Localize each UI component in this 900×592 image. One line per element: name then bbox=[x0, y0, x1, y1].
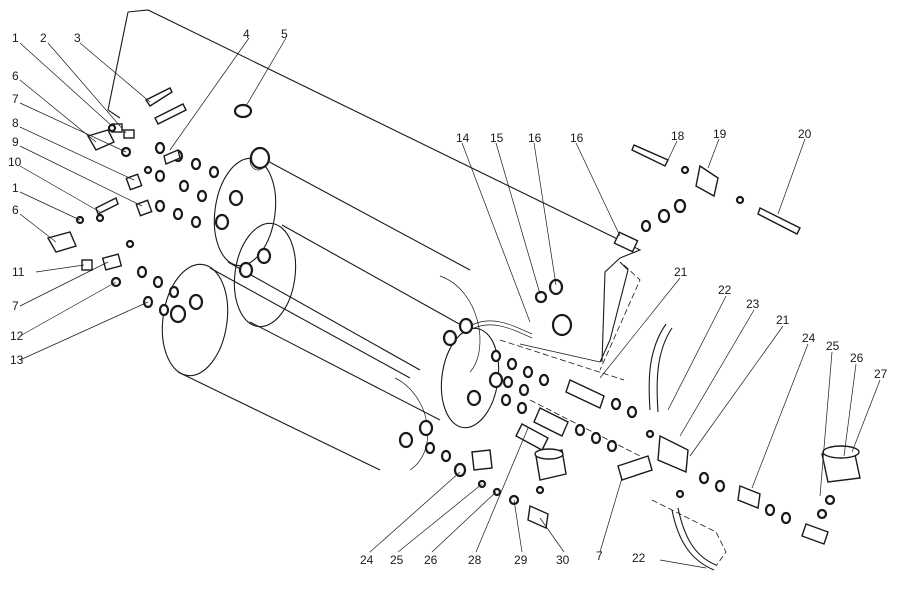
callout-29: 29 bbox=[514, 553, 528, 567]
callout-15: 15 bbox=[490, 131, 504, 145]
callout-4: 4 bbox=[243, 27, 250, 41]
callout-6: 6 bbox=[12, 69, 19, 83]
leader-lines bbox=[19, 37, 881, 569]
callout-1: 1 bbox=[12, 31, 19, 45]
callout-20: 20 bbox=[798, 127, 812, 141]
callout-labels: 1 2 3 4 5 6 7 8 9 10 1 6 11 7 12 13 14 1… bbox=[8, 27, 888, 567]
callout-25-right: 25 bbox=[826, 339, 840, 353]
callout-7-lower: 7 bbox=[12, 299, 19, 313]
callout-10: 10 bbox=[8, 155, 22, 169]
callout-14: 14 bbox=[456, 131, 470, 145]
callout-9: 9 bbox=[12, 135, 19, 149]
callout-16-right: 16 bbox=[570, 131, 584, 145]
right-upper-fittings bbox=[471, 144, 801, 339]
receiver-tank-middle bbox=[233, 222, 500, 429]
receiver-tank-upper bbox=[213, 149, 481, 373]
callout-5: 5 bbox=[281, 27, 288, 41]
callout-30: 30 bbox=[556, 553, 570, 567]
callout-12: 12 bbox=[10, 329, 24, 343]
callout-19: 19 bbox=[713, 127, 727, 141]
callout-3: 3 bbox=[74, 31, 81, 45]
callout-24-right: 24 bbox=[802, 331, 816, 345]
right-lower-fittings bbox=[424, 323, 861, 571]
callout-26-bottom: 26 bbox=[424, 553, 438, 567]
callout-25-bottom: 25 bbox=[390, 553, 404, 567]
left-fittings bbox=[46, 87, 253, 317]
callout-27: 27 bbox=[874, 367, 888, 381]
callout-16-left: 16 bbox=[528, 131, 542, 145]
tank-bosses bbox=[169, 146, 504, 449]
callout-23: 23 bbox=[746, 297, 760, 311]
callout-26-right: 26 bbox=[850, 351, 864, 365]
callout-6-lower: 6 bbox=[12, 203, 19, 217]
callout-11: 11 bbox=[12, 265, 25, 279]
callout-2: 2 bbox=[40, 31, 47, 45]
callout-18: 18 bbox=[671, 129, 685, 143]
callout-7-bottom: 7 bbox=[596, 549, 603, 563]
callout-24-bottom: 24 bbox=[360, 553, 374, 567]
callout-1-lower: 1 bbox=[12, 181, 19, 195]
callout-7: 7 bbox=[12, 92, 19, 106]
callout-21-upper: 21 bbox=[674, 265, 688, 279]
callout-22-bottom: 22 bbox=[632, 551, 646, 565]
callout-21-right: 21 bbox=[776, 313, 790, 327]
mounting-bracket-plate bbox=[107, 9, 642, 363]
callout-13: 13 bbox=[10, 353, 24, 367]
callout-8: 8 bbox=[12, 116, 19, 130]
callout-22-upper: 22 bbox=[718, 283, 732, 297]
callout-28: 28 bbox=[468, 553, 482, 567]
